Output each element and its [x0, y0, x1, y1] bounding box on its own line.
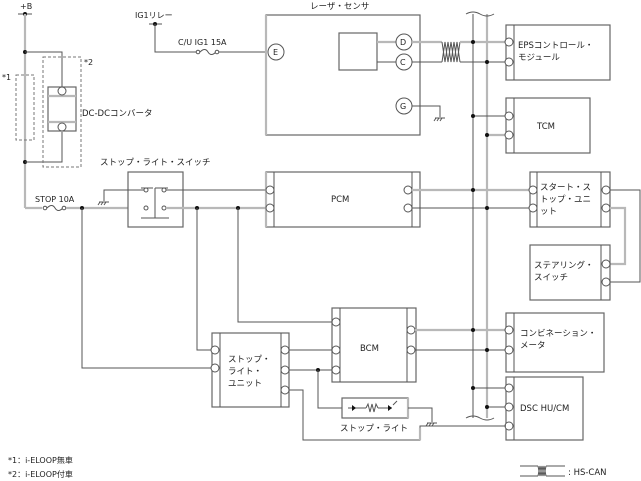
bcm-label: BCM	[360, 344, 379, 354]
slu-label-1: ストップ・	[228, 355, 271, 365]
pcm-label: PCM	[331, 195, 349, 205]
break-mark	[465, 415, 495, 421]
note-star2: *2：i-ELOOP付車	[8, 469, 73, 479]
steering-label-1: ステアリング・	[534, 260, 594, 271]
pin-g: G	[395, 97, 413, 115]
eps-label-1: EPSコントロール・	[518, 41, 593, 51]
option-box-star2	[42, 56, 82, 168]
start-stop-label-2: トップ・ユニ	[540, 195, 591, 205]
twisted-pair-icon	[441, 41, 461, 63]
stop-light-label: ストップ・ライト	[340, 424, 408, 434]
fuse-icon	[42, 205, 67, 211]
svg-text:G: G	[400, 102, 406, 111]
fuse-cu-ig1-label: C/U IG1 15A	[178, 38, 227, 47]
dcdc-label: DC-DCコンバータ	[82, 109, 153, 119]
pcm-box	[265, 171, 421, 228]
eps-module-box	[505, 24, 611, 81]
combi-label-1: コンビネーション・	[520, 329, 596, 339]
steering-label-2: スイッチ	[534, 273, 568, 283]
tcm-box	[505, 97, 591, 154]
stop-light-lamp-icon	[348, 400, 398, 413]
wire-dcdc-out	[25, 132, 63, 163]
bcm-box	[331, 307, 417, 383]
combination-meter-box	[505, 312, 605, 373]
steering-switch-box	[529, 244, 611, 301]
tcm-label: TCM	[536, 122, 555, 132]
fuse-icon	[195, 49, 220, 55]
fuse-stop-label: STOP 10A	[35, 195, 75, 204]
combi-label-2: メータ	[520, 341, 546, 351]
ground-icon	[97, 201, 109, 206]
svg-text:E: E	[273, 48, 278, 57]
ig1-relay-label: IG1リレー	[135, 11, 173, 20]
pin-d: D	[395, 33, 413, 51]
wire-dcdc-in	[25, 51, 63, 88]
slu-label-3: ユニット	[228, 379, 262, 389]
slu-label-2: ライト・	[228, 367, 262, 377]
option-box-star1	[15, 74, 35, 141]
stop-light-unit-box	[211, 332, 290, 408]
hs-can-legend-label: : HS-CAN	[568, 468, 607, 478]
eps-label-2: モジュール	[518, 53, 560, 63]
ground-icon	[425, 422, 437, 427]
note-star1: *1：i-ELOOP無車	[8, 455, 73, 465]
star1-marker: *1	[2, 73, 11, 82]
connector-pin	[57, 122, 67, 132]
break-mark	[465, 11, 495, 17]
star2-marker: *2	[84, 58, 93, 67]
pin-c: C	[395, 53, 413, 71]
svg-text:C: C	[400, 58, 406, 67]
connector-pin	[57, 86, 67, 96]
hs-can-legend-icon	[520, 465, 565, 477]
dsc-label: DSC HU/CM	[520, 404, 569, 414]
svg-text:D: D	[400, 38, 406, 47]
laser-sensor-inner-box	[338, 32, 378, 71]
ground-icon	[433, 117, 445, 122]
start-stop-unit-box	[529, 171, 611, 228]
dsc-hu-cm-box	[505, 376, 584, 441]
start-stop-label-1: スタート・ス	[540, 183, 591, 193]
laser-sensor-label: レーザ・センサ	[310, 2, 369, 12]
start-stop-label-3: ット	[540, 207, 557, 217]
pin-e: E	[267, 43, 285, 61]
stop-light-switch-label: ストップ・ライト・スイッチ	[100, 158, 211, 168]
plus-b-label: +B	[20, 2, 32, 11]
